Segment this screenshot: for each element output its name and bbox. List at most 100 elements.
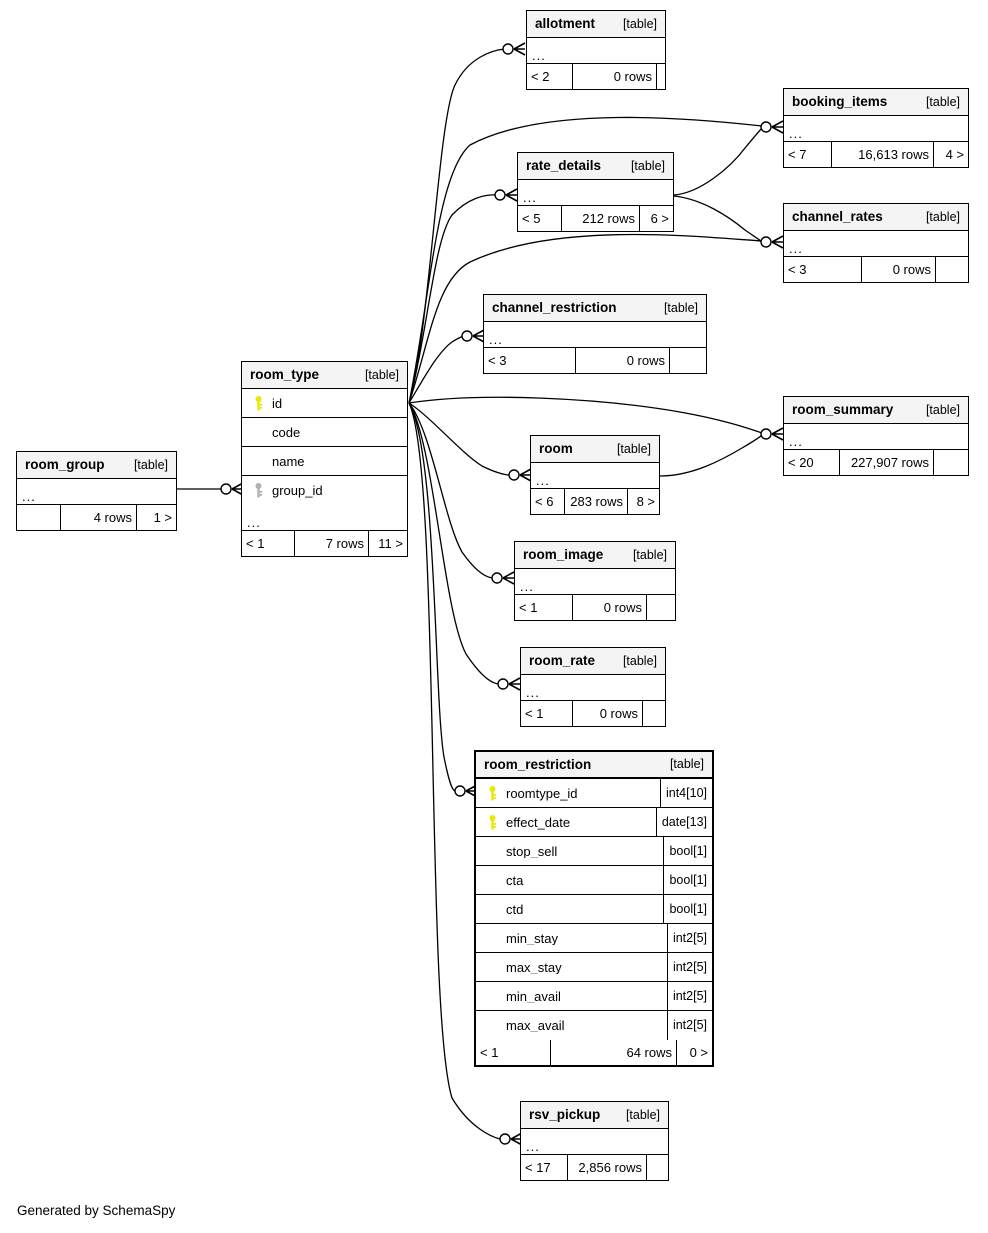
table-column-ctd[interactable]: ctd bool[1] (476, 895, 712, 924)
more-columns-ellipsis: ... (784, 231, 968, 257)
column-type: int2[5] (666, 953, 712, 981)
table-column-max_stay[interactable]: max_stay int2[5] (476, 953, 712, 982)
key-slot (484, 785, 500, 801)
column-type: bool[1] (663, 837, 712, 865)
key-slot (484, 814, 500, 830)
row-count: 227,907 rows (840, 450, 934, 475)
table-tag: [table] (663, 300, 698, 315)
column-label: name (272, 454, 305, 468)
table-tag: [table] (622, 653, 657, 668)
table-column-name[interactable]: name (242, 447, 407, 476)
child-relation-count: 8 > (636, 494, 655, 509)
column-type: bool[1] (663, 895, 712, 923)
row-count: 2,856 rows (568, 1155, 647, 1180)
generated-by-credit: Generated by SchemaSpy (17, 1203, 176, 1218)
table-header-room: room[table] (531, 436, 659, 463)
table-column-group_id[interactable]: group_id (242, 476, 407, 505)
foreign-key-icon (255, 483, 262, 498)
table-name: room_rate (529, 653, 596, 669)
table-tag: [table] (630, 158, 665, 173)
column-type: int2[5] (666, 924, 712, 952)
column-label: ctd (506, 902, 524, 916)
column-label: roomtype_id (506, 785, 578, 801)
table-tag: [table] (616, 441, 651, 456)
more-columns-ellipsis: ... (17, 479, 176, 505)
table-column-roomtype_id[interactable]: roomtype_id int4[10] (476, 779, 712, 808)
child-relation-count: 0 > (689, 1045, 708, 1060)
table-column-id[interactable]: id (242, 389, 407, 418)
table-tag: [table] (622, 16, 657, 31)
column-name-cell: roomtype_id (476, 785, 660, 801)
more-columns-ellipsis: ... (521, 1129, 668, 1155)
column-label: min_stay (506, 931, 559, 945)
table-name: channel_rates (792, 209, 883, 225)
parent-relation-count: < 1 (521, 701, 573, 726)
column-type: int4[10] (659, 779, 712, 807)
table-node-room_restriction[interactable]: room_restriction[table] roomtype_id int4[1… (474, 750, 714, 1067)
more-columns-ellipsis: ... (242, 505, 407, 531)
table-tag: [table] (669, 757, 704, 772)
more-columns-ellipsis: ... (784, 424, 968, 450)
column-name-cell: min_stay (476, 932, 667, 945)
more-columns-ellipsis: ... (531, 463, 659, 489)
column-label: max_stay (506, 960, 562, 974)
table-header-room_restriction: room_restriction[table] (476, 752, 712, 779)
row-count: 0 rows (573, 64, 657, 89)
parent-relation-count: < 1 (476, 1040, 551, 1065)
column-name-cell: ctd (476, 903, 663, 916)
table-header-room_group: room_group[table] (17, 452, 176, 479)
column-type: int2[5] (666, 1011, 712, 1040)
child-relation-count: 6 > (650, 211, 669, 226)
table-header-booking_items: booking_items[table] (784, 89, 968, 116)
column-name-cell: name (242, 455, 407, 468)
table-tag: [table] (925, 209, 960, 224)
primary-key-icon (489, 814, 496, 829)
table-name: room_image (523, 547, 604, 563)
column-name-cell: max_stay (476, 961, 667, 974)
table-column-code[interactable]: code (242, 418, 407, 447)
row-count: 64 rows (551, 1040, 677, 1065)
table-header-allotment: allotment[table] (527, 11, 665, 38)
child-relation-count (936, 257, 968, 282)
child-relation-count: 1 > (153, 510, 172, 525)
column-name-cell: group_id (242, 483, 407, 498)
primary-key-icon (489, 785, 496, 800)
parent-relation-count: < 1 (515, 595, 573, 620)
table-column-min_stay[interactable]: min_stay int2[5] (476, 924, 712, 953)
column-name-cell: min_avail (476, 990, 667, 1003)
column-label: min_avail (506, 989, 561, 1003)
table-header-rsv_pickup: rsv_pickup[table] (521, 1102, 668, 1129)
key-slot (250, 483, 266, 498)
child-relation-count (934, 450, 968, 475)
parent-relation-count: < 5 (518, 206, 562, 231)
row-count: 0 rows (573, 701, 643, 726)
primary-key-icon (255, 395, 262, 410)
row-count: 0 rows (573, 595, 647, 620)
parent-relation-count: < 3 (484, 348, 576, 373)
